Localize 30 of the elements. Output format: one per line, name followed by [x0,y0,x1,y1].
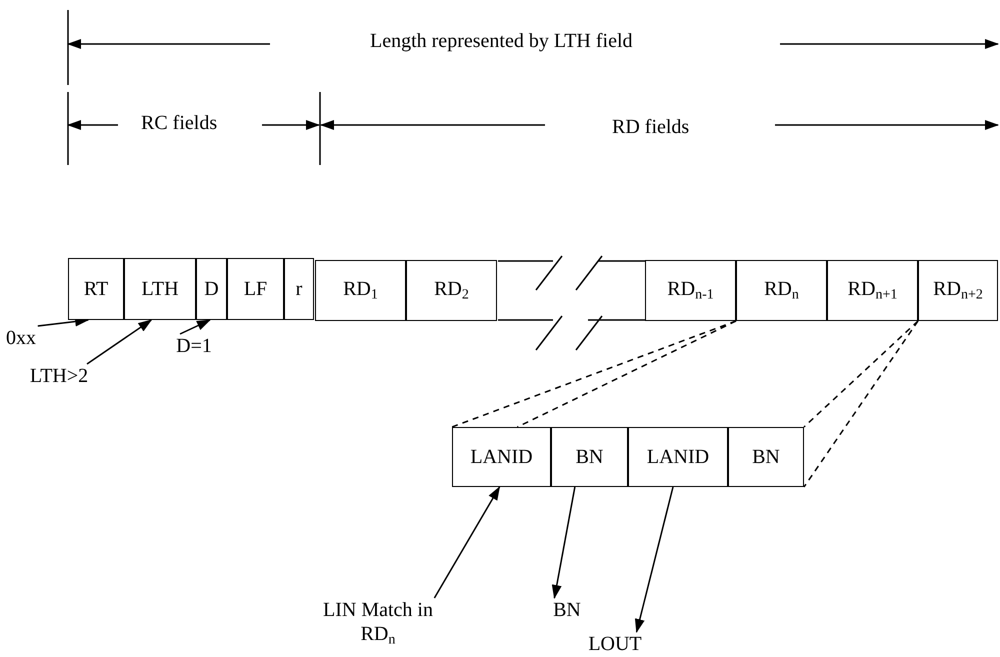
field-box: LANID [452,427,551,487]
annotation-text: LOUT [588,632,642,656]
field-box: D [196,258,227,320]
field-box: RD$_{2}$ [406,260,497,321]
field-box: RD$_{n+2}$ [918,260,998,321]
arrow [86,319,152,365]
annotation-text: LIN Match in RD$_{n}$ [318,598,438,650]
field-box: LANID [628,427,728,487]
arrow [634,486,674,633]
annotation-text: 0xx [0,326,42,350]
field-box: RD$_{n-1}$ [645,260,736,321]
field-box: LF [227,258,284,320]
arrow [180,319,211,335]
field-box: RD$_{n+1}$ [827,260,918,321]
field-box: RD$_{n}$ [736,260,827,321]
field-box: r [284,258,314,320]
expansion-line [517,320,736,428]
field-box: RT [68,258,124,320]
field-box: LTH [124,258,196,320]
field-box: RD$_{1}$ [315,260,406,321]
expansion-line [803,320,919,428]
expansion-line [452,320,736,428]
expansion-line [803,320,919,488]
arrow [552,486,576,599]
annotation-text: BN [546,598,588,622]
field-box: BN [728,427,804,487]
arrow [434,486,500,598]
annotation-text: D=1 [174,334,214,358]
field-box: BN [551,427,628,487]
annotation-text: LTH>2 [24,364,94,388]
